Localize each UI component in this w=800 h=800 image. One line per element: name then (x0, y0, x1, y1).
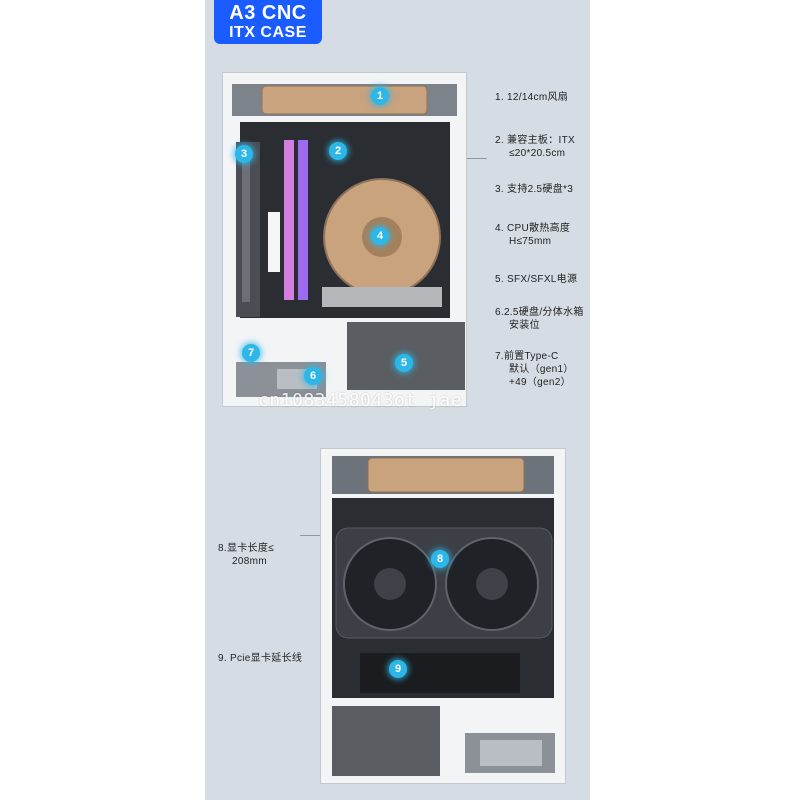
spec-9: 9. Pcie显卡延长线 (218, 652, 302, 665)
case-top-view-illustration (222, 72, 467, 407)
product-title-line1: A3 CNC (229, 2, 307, 24)
marker-6: 6 (304, 367, 322, 385)
spec-7-subline-2: +49（gen2） (509, 377, 571, 388)
spec-2-subline: ≤20*20.5cm (509, 148, 566, 159)
watermark-text: cn1083458043ot jae (258, 390, 463, 411)
callout-line-top (467, 158, 487, 159)
spec-4-subline: H≤75mm (509, 236, 552, 247)
spec-7: 7.前置Type-C 默认（gen1） +49（gen2） (495, 350, 574, 389)
callout-line-bottom (300, 535, 320, 536)
spec-7-subline-1: 默认（gen1） (509, 364, 574, 375)
case-bottom-view-illustration (320, 448, 566, 784)
spec-5: 5. SFX/SFXL电源 (495, 273, 577, 286)
marker-7: 7 (242, 344, 260, 362)
spec-6-line: 6.2.5硬盘/分体水箱 (495, 307, 584, 318)
marker-8: 8 (431, 550, 449, 568)
spec-3-line: 3. 支持2.5硬盘*3 (495, 184, 574, 195)
spec-5-line: 5. SFX/SFXL电源 (495, 274, 578, 285)
spec-4: 4. CPU散热高度 H≤75mm (495, 222, 570, 248)
spec-1-line: 1. 12/14cm风扇 (495, 92, 569, 103)
spec-8-subline: 208mm (232, 556, 267, 567)
product-title-line2: ITX CASE (229, 24, 307, 41)
marker-9: 9 (389, 660, 407, 678)
spec-9-line: 9. Pcie显卡延长线 (218, 653, 303, 664)
spec-7-line: 7.前置Type-C (495, 351, 559, 362)
marker-2: 2 (329, 142, 347, 160)
spec-8-line: 8.显卡长度≤ (218, 543, 274, 554)
spec-6-subline: 安装位 (509, 320, 540, 331)
spec-2-line: 2. 兼容主板：ITX (495, 135, 575, 146)
spec-6: 6.2.5硬盘/分体水箱 安装位 (495, 306, 584, 332)
product-title-badge: A3 CNC ITX CASE (214, 0, 322, 44)
marker-3: 3 (235, 145, 253, 163)
marker-4: 4 (371, 227, 389, 245)
marker-5: 5 (395, 354, 413, 372)
marker-1: 1 (371, 87, 389, 105)
spec-3: 3. 支持2.5硬盘*3 (495, 183, 573, 196)
spec-4-line: 4. CPU散热高度 (495, 223, 571, 234)
spec-8: 8.显卡长度≤ 208mm (218, 542, 274, 568)
spec-1: 1. 12/14cm风扇 (495, 91, 568, 104)
spec-2: 2. 兼容主板：ITX ≤20*20.5cm (495, 134, 575, 160)
